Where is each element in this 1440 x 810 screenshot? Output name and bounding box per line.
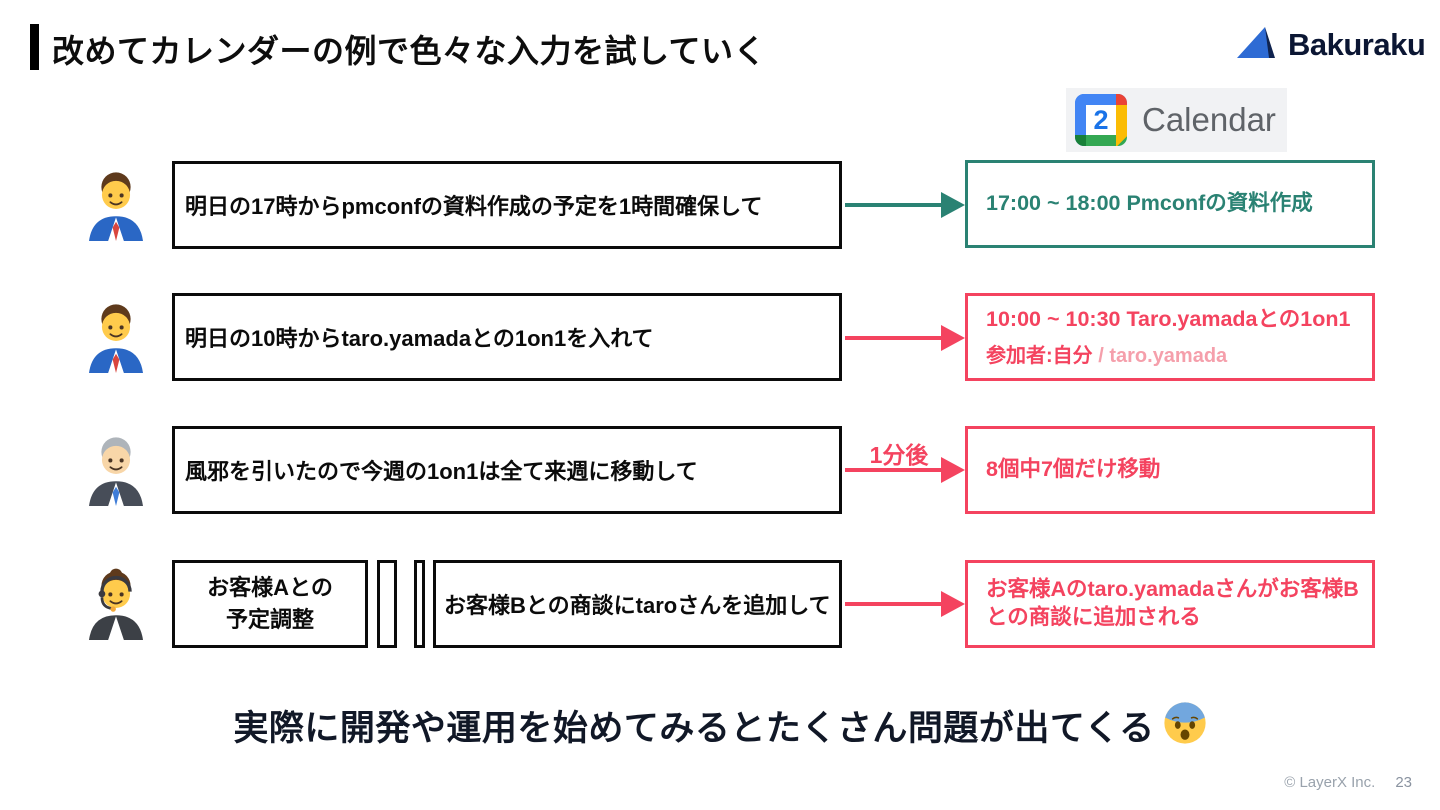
bakuraku-logo: Bakuraku	[1236, 24, 1426, 65]
user-request-text: 風邪を引いたので今週の1on1は全て来週に移動して	[185, 459, 698, 484]
customer-b-box: お客様Bとの商談にtaroさんを追加して	[433, 560, 842, 648]
arrow-line-red	[845, 468, 943, 472]
conclusion-text: 実際に開発や運用を始めてみるとたくさん問題が出てくる	[233, 709, 1155, 748]
result-box-success: 17:00 ~ 18:00 Pmconfの資料作成	[965, 160, 1375, 248]
businessman-emoji	[80, 169, 152, 241]
customer-a-line2: 予定調整	[225, 607, 314, 632]
user-request-box: 明日の17時からpmconfの資料作成の予定を1時間確保して	[172, 161, 842, 249]
user-request-box: 風邪を引いたので今週の1on1は全て来週に移動して	[172, 426, 842, 514]
result-text: 17:00 ~ 18:00 Pmconfの資料作成	[986, 191, 1313, 216]
page-title: 改めてカレンダーの例で色々な入力を試していく	[52, 33, 767, 69]
participants-extra: / taro.yamada	[1098, 344, 1228, 367]
arrow-head-red	[941, 457, 965, 483]
woman-with-headset-emoji	[80, 568, 152, 640]
conclusion-message: 実際に開発や運用を始めてみるとたくさん問題が出てくる	[0, 700, 1440, 751]
pause-bar-icon	[414, 560, 425, 648]
result-text: 8個中7個だけ移動	[986, 457, 1161, 482]
businessman-emoji	[80, 301, 152, 373]
arrow-line-red	[845, 602, 943, 606]
fearful-face-emoji	[1163, 701, 1207, 750]
title-accent-bar	[30, 24, 39, 70]
result-text: お客様Aのtaro.yamadaさんがお客様Bとの商談に追加される	[986, 577, 1359, 629]
bakuraku-triangle-icon	[1236, 24, 1282, 65]
google-calendar-logo: 2 Calendar	[1066, 88, 1287, 152]
arrow-line-green	[845, 203, 943, 207]
page-number: 23	[1395, 774, 1412, 791]
customer-a-box: お客様Aとの 予定調整	[172, 560, 368, 648]
result-text: 10:00 ~ 10:30 Taro.yamadaとの1on1	[986, 307, 1351, 332]
brand-name: Bakuraku	[1288, 26, 1426, 62]
user-request-text: 明日の17時からpmconfの資料作成の予定を1時間確保して	[185, 194, 763, 219]
participants-label: 参加者:自分	[986, 344, 1093, 367]
pause-bar-icon	[377, 560, 397, 648]
user-request-text: 明日の10時からtaro.yamadaとの1on1を入れて	[185, 326, 654, 351]
result-box-error: お客様Aのtaro.yamadaさんがお客様Bとの商談に追加される	[965, 560, 1375, 648]
copyright-text: © LayerX Inc.	[1284, 774, 1376, 791]
arrow-head-green	[941, 192, 965, 218]
calendar-icon-number: 2	[1086, 105, 1116, 135]
gray-haired-businessman-emoji	[80, 434, 152, 506]
result-box-error: 10:00 ~ 10:30 Taro.yamadaとの1on1 参加者:自分 /…	[965, 293, 1375, 381]
result-participants: 参加者:自分 / taro.yamada	[986, 339, 1362, 368]
customer-a-line1: お客様Aとの	[207, 575, 333, 601]
arrow-head-red	[941, 591, 965, 617]
arrow-head-red	[941, 325, 965, 351]
customer-b-text: お客様Bとの商談にtaroさんを追加して	[444, 593, 831, 618]
arrow-line-red	[845, 336, 943, 340]
result-box-error: 8個中7個だけ移動	[965, 426, 1375, 514]
calendar-logo-label: Calendar	[1142, 101, 1276, 138]
user-request-box: 明日の10時からtaro.yamadaとの1on1を入れて	[172, 293, 842, 381]
google-calendar-icon: 2	[1075, 94, 1127, 146]
footer: © LayerX Inc. 23	[1284, 774, 1412, 791]
arrow-delay-label: 1分後	[869, 442, 929, 468]
